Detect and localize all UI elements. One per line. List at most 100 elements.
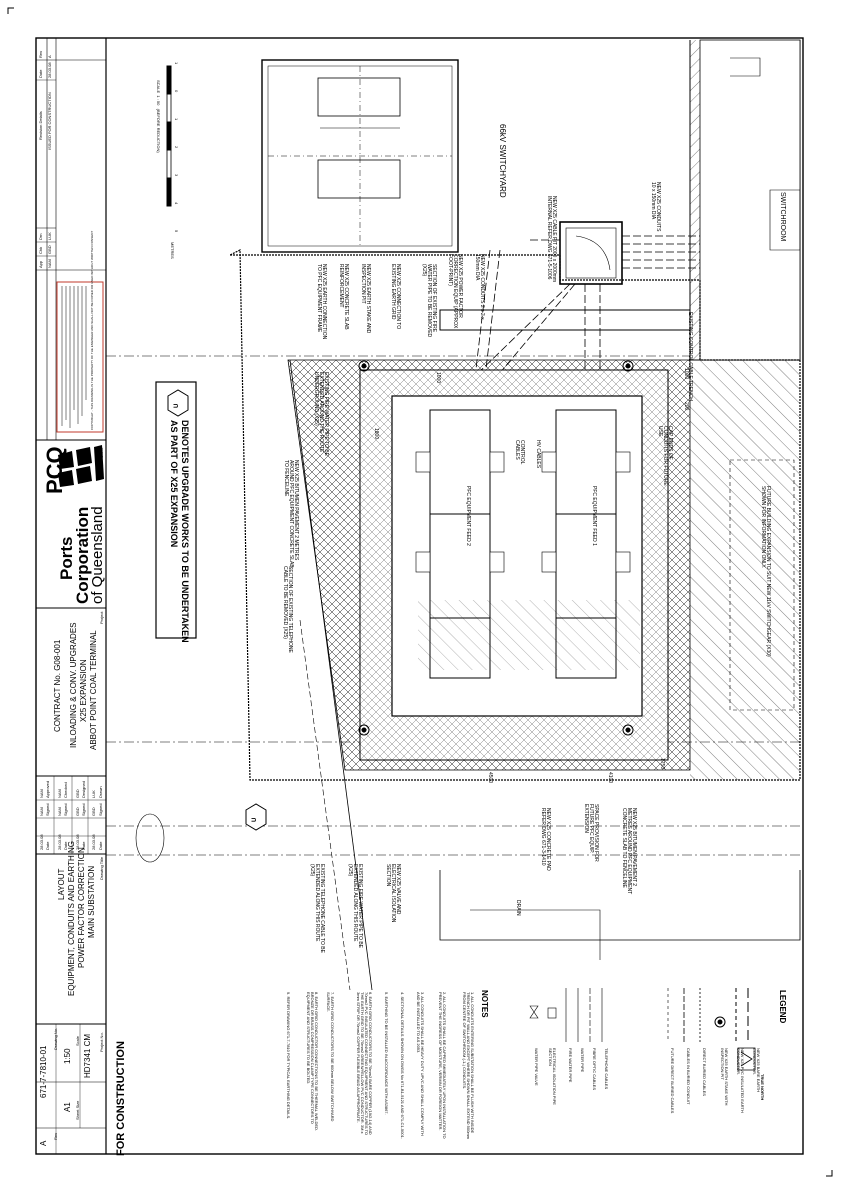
label-cable-pit: NEW X25 CABLE PIT 2000 x 2000mm INTERNAL…: [546, 196, 557, 283]
label-pfc-feed-2: PFC EQUIPMENT FEED 2: [465, 486, 471, 546]
scale-label: Scale: [75, 1035, 80, 1046]
legend-item-4: DIRECT BURIED CABLES: [702, 1048, 707, 1096]
corner-mark-bottom-right: [826, 1170, 833, 1177]
client-logo-text: PCQ: [42, 446, 67, 494]
scale-tick-3: 3: [174, 174, 179, 177]
label-switchyard: 66kV SWITCHYARD: [498, 124, 507, 198]
rev-row-details: ISSUED FOR CONSTRUCTION: [47, 92, 52, 150]
rev-row-rev: A: [47, 55, 52, 58]
label-telephone-section: SECTION OF EXISTING TELEPHONE CABLE TO B…: [282, 566, 293, 653]
legend-item-8: FIBRE OPTIC CABLES: [592, 1048, 597, 1091]
approved-name: NAM: [39, 789, 44, 798]
legend-item-10: FIRE WATER PIPE: [568, 1048, 573, 1083]
label-cap-ends: CAP ENDS OF CONDUITS FOR FUTURE USE: [657, 426, 673, 486]
pcq-logo: [58, 445, 104, 487]
label-earth-conn-equipment: NEW X25 EARTH CONNECTION TO PFC EQUIPMEN…: [316, 264, 327, 340]
project-no: HD7341 CM: [83, 1033, 92, 1078]
drawing-title-line-4: LAYOUT: [57, 868, 66, 900]
telephone-route: [299, 619, 351, 991]
label-control-cables: CONTROL CABLES: [514, 440, 525, 465]
checked-label: Checked: [63, 782, 68, 798]
disclaimer-text: COPYRIGHT - THIS DRAWING IS THE PROPERTY…: [90, 230, 94, 430]
corner-mark-top-left: [7, 7, 14, 14]
project-line-3: INLOADING & CONV. UPGRADES: [69, 622, 78, 748]
scale-bar: [166, 65, 172, 207]
scale-oval: [135, 813, 165, 863]
upgrade-symbol-icon: [167, 389, 267, 831]
legend-item-12: WATER PIPE VALVE: [534, 1048, 539, 1086]
for-construction: FOR CONSTRUCTION: [115, 1041, 127, 1156]
drawing-title-line-3: EQUIPMENT, CONDUITS AND EARTHING: [67, 841, 76, 996]
notes-title: NOTES: [480, 990, 489, 1018]
label-earth-stake: NEW X25 EARTH STAKE AND INSPECTION PIT: [360, 264, 371, 334]
project-line-4: CONTRACT No. G08-001: [53, 639, 62, 732]
rev-sign-app: NAM: [47, 259, 52, 268]
dim-200: 200: [683, 402, 689, 411]
control-cable-trench: [439, 309, 691, 331]
cable-pit: [559, 221, 623, 285]
legend-graphics: [529, 988, 749, 1042]
sheet-size-label: Sheet Size: [75, 1100, 80, 1120]
label-telephone-extended: EXISTING TELEPHONE CABLE TO BE EXTENDED …: [309, 864, 325, 953]
approved-date: 28.03.08: [39, 834, 44, 850]
checked-name: NAM: [57, 789, 62, 798]
project-line-2: X25 EXPANSION: [79, 659, 88, 722]
legend-item-11: ELECTRICAL ISOLATION PIPE SECTION: [548, 1048, 557, 1105]
drawn-signed-label: Signed: [98, 803, 103, 816]
dim-1000: 1000: [435, 372, 441, 384]
designed-signed: GBD: [75, 807, 80, 816]
switchyard: [261, 59, 459, 253]
drain-edge: [439, 870, 801, 941]
designed-name: GBD: [75, 789, 80, 798]
label-fire-pipe-extended: EXISTING FIRE WATER PIPE TO BE EXTENDED …: [347, 864, 363, 948]
note-5: 5. EARTHING TO BE INSTALLED IN ACCORDANC…: [384, 992, 389, 1115]
label-pfc-feed-1: PFC EQUIPMENT FEED 1: [591, 486, 597, 546]
legend-item-6: FUTURE DIRECT BURIED CABLES: [670, 1048, 675, 1114]
note-2: 2. ALL CONDUITS SHALL BE CAPPED IMMEDIAT…: [438, 992, 447, 1139]
label-switchroom: SWITCHROOM: [779, 192, 786, 242]
scale-unit: METRES: [170, 242, 175, 259]
drawing-title-line-2: POWER FACTOR CORRECTION: [77, 847, 86, 968]
designed-signed-label: Signed: [81, 803, 86, 816]
label-pfc-conduit: NEW X25 POWER FACTOR CORRECTION EQUIP (A…: [447, 254, 463, 329]
rev-sign-drn: LUK: [47, 232, 52, 240]
fire-water-pipe-route: [289, 359, 373, 991]
label-concrete-slab: NEW X25 CONCRETE SLAB REINFORCEMENT: [338, 264, 349, 330]
label-conduits-top: NEW X25 CONDUITS 10 x 150mm DIA: [650, 182, 661, 232]
scale-value: 1:50: [63, 1048, 72, 1064]
client-name-line3: of Queensland: [89, 506, 106, 604]
legend-item-5: CABLES IN BURIED CONDUIT: [686, 1048, 691, 1105]
approved-date-label: Date: [45, 841, 50, 850]
dim-4500: 4500: [487, 772, 493, 784]
note-8: 8. EARTH GRID CONDUCTOR CONNECTIONS TO B…: [306, 992, 319, 1132]
rev-sign-header-drn: Drn: [38, 233, 43, 240]
legend-item-1: NEW X25 BARE EARTH CONDUCTOR.: [752, 1048, 761, 1093]
drawn-name: LUK: [91, 790, 96, 798]
rev-value: A: [39, 1140, 48, 1146]
label-control-trench: EXISTING CONTROL CABLE TRENCH: [687, 312, 693, 401]
scale-tick-5: 5: [174, 230, 179, 233]
approved-signed-label: Signed: [45, 803, 50, 816]
dim-1800: 1800: [373, 428, 379, 440]
label-concrete-pad: NEW X25 CONCRETE PAD REFER DWG 671-3-141…: [540, 808, 551, 871]
rev-sign-chk: GBD: [47, 245, 52, 254]
switchroom-building: [689, 39, 801, 361]
note-7: 7. EARTH GRID CONDUCTORS TO BE 600mm BEL…: [326, 992, 335, 1122]
drawing-title-label: Drawing Title: [99, 856, 104, 880]
scale-tick-2: 2: [174, 146, 179, 149]
drawing-title-line-1: MAIN SUBSTATION: [87, 865, 96, 938]
legend-item-9: WATER PIPE: [580, 1048, 585, 1073]
label-conduits-mid: NEW X25 CONDUITS 2 x 2 x 150mm DIA: [474, 254, 485, 320]
rev-label: Rev: [53, 1132, 58, 1140]
drawn-label: Drawn: [98, 786, 103, 798]
sheet-size: A1: [63, 1102, 72, 1112]
future-space-hatch: [418, 600, 640, 670]
scale-tick-1b: 1: [174, 118, 179, 121]
checked-date: 28.03.08: [57, 834, 62, 850]
drawing-no-label: Drawing No.: [53, 1027, 58, 1050]
label-bitumen-right: NEW X25 BITUMEN PAVEMENT 2 METRES AROUND…: [621, 808, 637, 895]
designed-label: Designed: [81, 781, 86, 798]
note-1: 1. ALL CONDUITS ENTERING SUBSTATION SHAL…: [462, 992, 475, 1139]
true-north-label: TRUE NORTH: [760, 1074, 765, 1101]
